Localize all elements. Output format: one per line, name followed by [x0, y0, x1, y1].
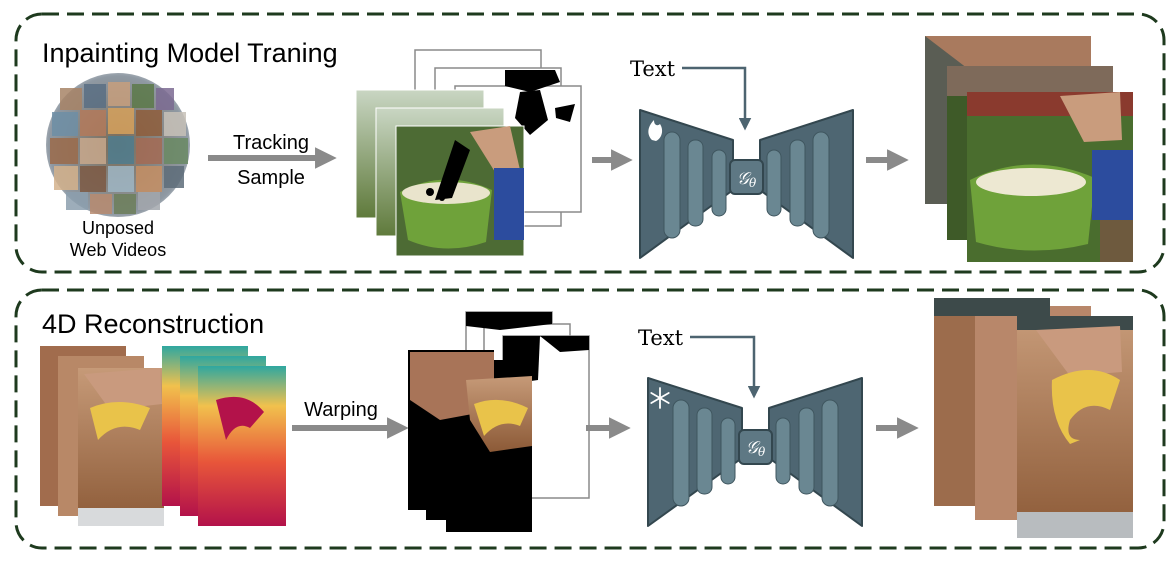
text-condition-arrow-top	[682, 66, 752, 131]
training-title: Inpainting Model Traning	[42, 38, 338, 68]
reconstruction-output-stack	[934, 298, 1133, 538]
training-panel	[14, 12, 1166, 274]
snowflake-icon	[650, 387, 670, 409]
inpainting-model-bottom	[647, 377, 863, 527]
inpainted-output-stack	[925, 36, 1133, 262]
training-frame-stack	[355, 89, 525, 257]
text-label-bottom: Text	[638, 326, 684, 350]
text-label-top: Text	[630, 57, 676, 81]
reconstruction-panel	[14, 288, 1166, 550]
flame-icon	[648, 120, 663, 141]
warped-frame-stack	[408, 350, 532, 532]
web-video-collage	[46, 73, 190, 217]
depth-map-stack	[162, 346, 286, 526]
warping-label: Warping	[304, 399, 378, 421]
input-caption-line-1: Unposed	[82, 218, 154, 238]
model-symbol-top: 𝒢θ	[737, 169, 757, 190]
text-condition-arrow-bottom	[690, 335, 761, 399]
model-symbol-bottom: 𝒢θ	[746, 438, 766, 459]
reconstruction-title: 4D Reconstruction	[42, 309, 264, 339]
tracking-label: Tracking	[233, 132, 309, 154]
inpainting-model-top	[639, 109, 854, 259]
sample-label: Sample	[237, 167, 305, 189]
input-frame-stack	[40, 346, 164, 526]
input-caption-line-2: Web Videos	[70, 240, 166, 260]
